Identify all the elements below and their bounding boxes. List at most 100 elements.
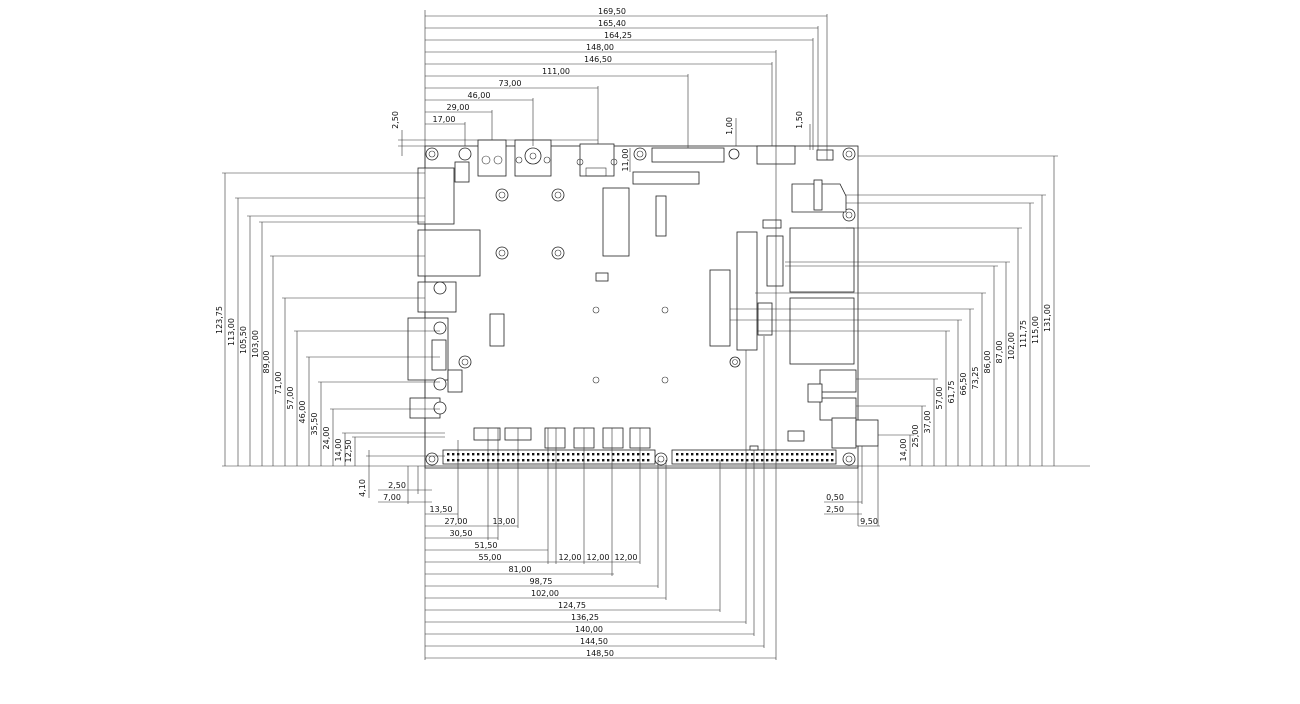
- header-pin: [716, 453, 719, 456]
- header-pin: [771, 459, 774, 462]
- dim-top-small-2: 1,50: [795, 111, 804, 129]
- header-pin: [637, 459, 640, 462]
- header-pin: [537, 459, 540, 462]
- dim-bottom-7: 12,00: [587, 553, 610, 562]
- header-pin: [831, 459, 834, 462]
- dim-right-12: 14,00: [899, 439, 908, 462]
- header-pin: [492, 459, 495, 462]
- header-pin: [502, 459, 505, 462]
- header-pin: [542, 453, 545, 456]
- header-pin: [627, 453, 630, 456]
- dim-right-4: 87,00: [995, 341, 1004, 364]
- header-pin: [612, 459, 615, 462]
- dim-right-3: 102,00: [1007, 332, 1016, 360]
- header-pin: [821, 459, 824, 462]
- dim-top-5: 111,00: [542, 67, 570, 76]
- header-pin: [622, 453, 625, 456]
- dim-left-10: 14,00: [334, 439, 343, 462]
- header-pin: [462, 459, 465, 462]
- header-pin: [816, 459, 819, 462]
- header-pin: [796, 459, 799, 462]
- header-pin: [791, 453, 794, 456]
- dim-bottom-3: 30,50: [450, 529, 473, 538]
- header-pin: [612, 453, 615, 456]
- dim-top-3: 148,00: [586, 43, 614, 52]
- header-pin: [622, 459, 625, 462]
- header-pin: [791, 459, 794, 462]
- header-pin: [527, 453, 530, 456]
- header-pin: [512, 459, 515, 462]
- header-pin: [811, 453, 814, 456]
- header-pin: [492, 453, 495, 456]
- header-pin: [642, 453, 645, 456]
- dim-right-7: 66,50: [959, 373, 968, 396]
- header-pin: [701, 459, 704, 462]
- header-pin: [597, 459, 600, 462]
- header-pin: [766, 453, 769, 456]
- header-pin: [821, 453, 824, 456]
- header-pin: [527, 459, 530, 462]
- dim-top-8: 29,00: [447, 103, 470, 112]
- header-pin: [452, 459, 455, 462]
- dim-bottom-14: 140,00: [575, 625, 603, 634]
- header-pin: [552, 459, 555, 462]
- header-pin: [736, 453, 739, 456]
- header-pin: [647, 453, 650, 456]
- header-pin: [766, 459, 769, 462]
- header-pin: [756, 459, 759, 462]
- header-pin: [826, 453, 829, 456]
- header-pin: [507, 453, 510, 456]
- dim-top-0: 169,50: [598, 7, 626, 16]
- header-pin: [741, 459, 744, 462]
- header-pin: [691, 459, 694, 462]
- left-edge-connectors: [407, 167, 481, 419]
- dim-right-0: 131,00: [1043, 304, 1052, 332]
- dim-top-1: 165,40: [598, 19, 626, 28]
- header-pin: [756, 453, 759, 456]
- header-pin: [567, 453, 570, 456]
- header-pin: [642, 459, 645, 462]
- header-pin: [676, 459, 679, 462]
- dim-right-small-0: 0,50: [826, 493, 844, 502]
- dim-left-small-1: 2,50: [388, 481, 406, 490]
- header-pin: [607, 453, 610, 456]
- header-pin: [801, 453, 804, 456]
- header-pin: [726, 459, 729, 462]
- dim-right-9: 57,00: [935, 387, 944, 410]
- header-pin: [537, 453, 540, 456]
- dim-right-8: 61,75: [947, 381, 956, 404]
- dim-bottom-1: 27,00: [445, 517, 468, 526]
- header-pin: [577, 453, 580, 456]
- header-pin: [806, 459, 809, 462]
- header-pin: [751, 453, 754, 456]
- dim-bottom-9: 81,00: [509, 565, 532, 574]
- header-pin: [716, 459, 719, 462]
- header-pin: [617, 459, 620, 462]
- header-pin: [706, 459, 709, 462]
- header-pin: [477, 453, 480, 456]
- header-pin: [681, 453, 684, 456]
- header-pin: [627, 459, 630, 462]
- dim-left-1: 113,00: [227, 318, 236, 346]
- header-pin: [701, 453, 704, 456]
- header-pin: [592, 453, 595, 456]
- header-pin: [736, 459, 739, 462]
- header-pin: [607, 459, 610, 462]
- header-pin: [751, 459, 754, 462]
- header-pin: [637, 453, 640, 456]
- dim-right-2: 111,75: [1019, 320, 1028, 348]
- dim-bottom-11: 102,00: [531, 589, 559, 598]
- header-pin: [632, 453, 635, 456]
- dim-left-small-2: 7,00: [383, 493, 401, 502]
- header-pin: [731, 459, 734, 462]
- header-pin: [552, 453, 555, 456]
- dim-left-5: 71,00: [274, 372, 283, 395]
- dim-left-3: 103,00: [251, 330, 260, 358]
- dim-bottom-15: 144,50: [580, 637, 608, 646]
- dim-left-11: 12,50: [344, 440, 353, 463]
- header-pin: [512, 453, 515, 456]
- header-pin: [567, 459, 570, 462]
- header-pin: [532, 459, 535, 462]
- dim-top-2: 164,25: [604, 31, 632, 40]
- dim-left-0: 123,75: [215, 306, 224, 334]
